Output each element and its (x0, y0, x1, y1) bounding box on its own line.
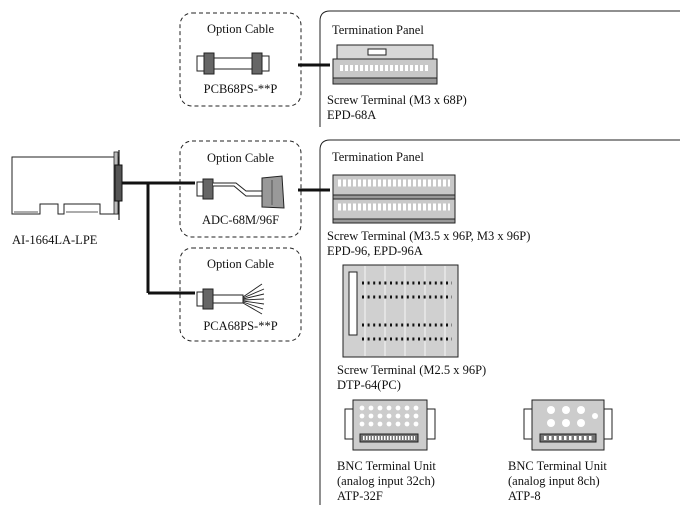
cable-adc68m96f-icon (196, 175, 285, 209)
board-illustration (11, 150, 123, 220)
panel-main-frame (319, 139, 680, 505)
epd-68a-desc: Screw Terminal (M3 x 68P) (327, 93, 467, 107)
option-cable-box-1 (179, 12, 302, 107)
cable-pca68ps-icon (196, 283, 265, 315)
option-cable-title-2: Option Cable (206, 151, 274, 165)
epd-68a-illustration (332, 44, 438, 85)
option-cable-title-3: Option Cable (206, 257, 274, 271)
board-connector (114, 164, 123, 202)
atp-8-sub: (analog input 8ch) (508, 474, 600, 488)
dtp-64pc-illustration (342, 264, 459, 358)
panel-main-title: Termination Panel (332, 150, 424, 164)
atp-8-model: ATP-8 (508, 489, 541, 503)
epd-96-illustration (332, 174, 456, 224)
atp-8-desc: BNC Terminal Unit (508, 459, 607, 473)
dtp-64pc-desc: Screw Terminal (M2.5 x 96P) (337, 363, 487, 377)
option-cable-box-2 (179, 140, 302, 238)
atp-8-illustration (523, 399, 613, 451)
atp-32f-sub: (analog input 32ch) (337, 474, 435, 488)
atp-32f-model: ATP-32F (337, 489, 383, 503)
panel-top-frame (319, 10, 680, 127)
epd-96-model: EPD-96, EPD-96A (327, 244, 423, 258)
atp-32f-desc: BNC Terminal Unit (337, 459, 436, 473)
option-cable-model-2: ADC-68M/96F (201, 213, 280, 227)
option-cable-model-1: PCB68PS-**P (203, 82, 278, 96)
epd-96-desc: Screw Terminal (M3.5 x 96P, M3 x 96P) (327, 229, 531, 243)
epd-68a-model: EPD-68A (327, 108, 377, 122)
connection-lines (120, 63, 330, 295)
panel-top-title: Termination Panel (332, 23, 424, 37)
board-name: AI-1664LA-LPE (12, 233, 98, 247)
cable-pcb68ps-icon (196, 52, 270, 75)
option-cable-title-1: Option Cable (206, 22, 274, 36)
atp-32f-illustration (344, 399, 436, 451)
dtp-64pc-model: DTP-64(PC) (337, 378, 401, 392)
option-cable-model-3: PCA68PS-**P (203, 319, 278, 333)
